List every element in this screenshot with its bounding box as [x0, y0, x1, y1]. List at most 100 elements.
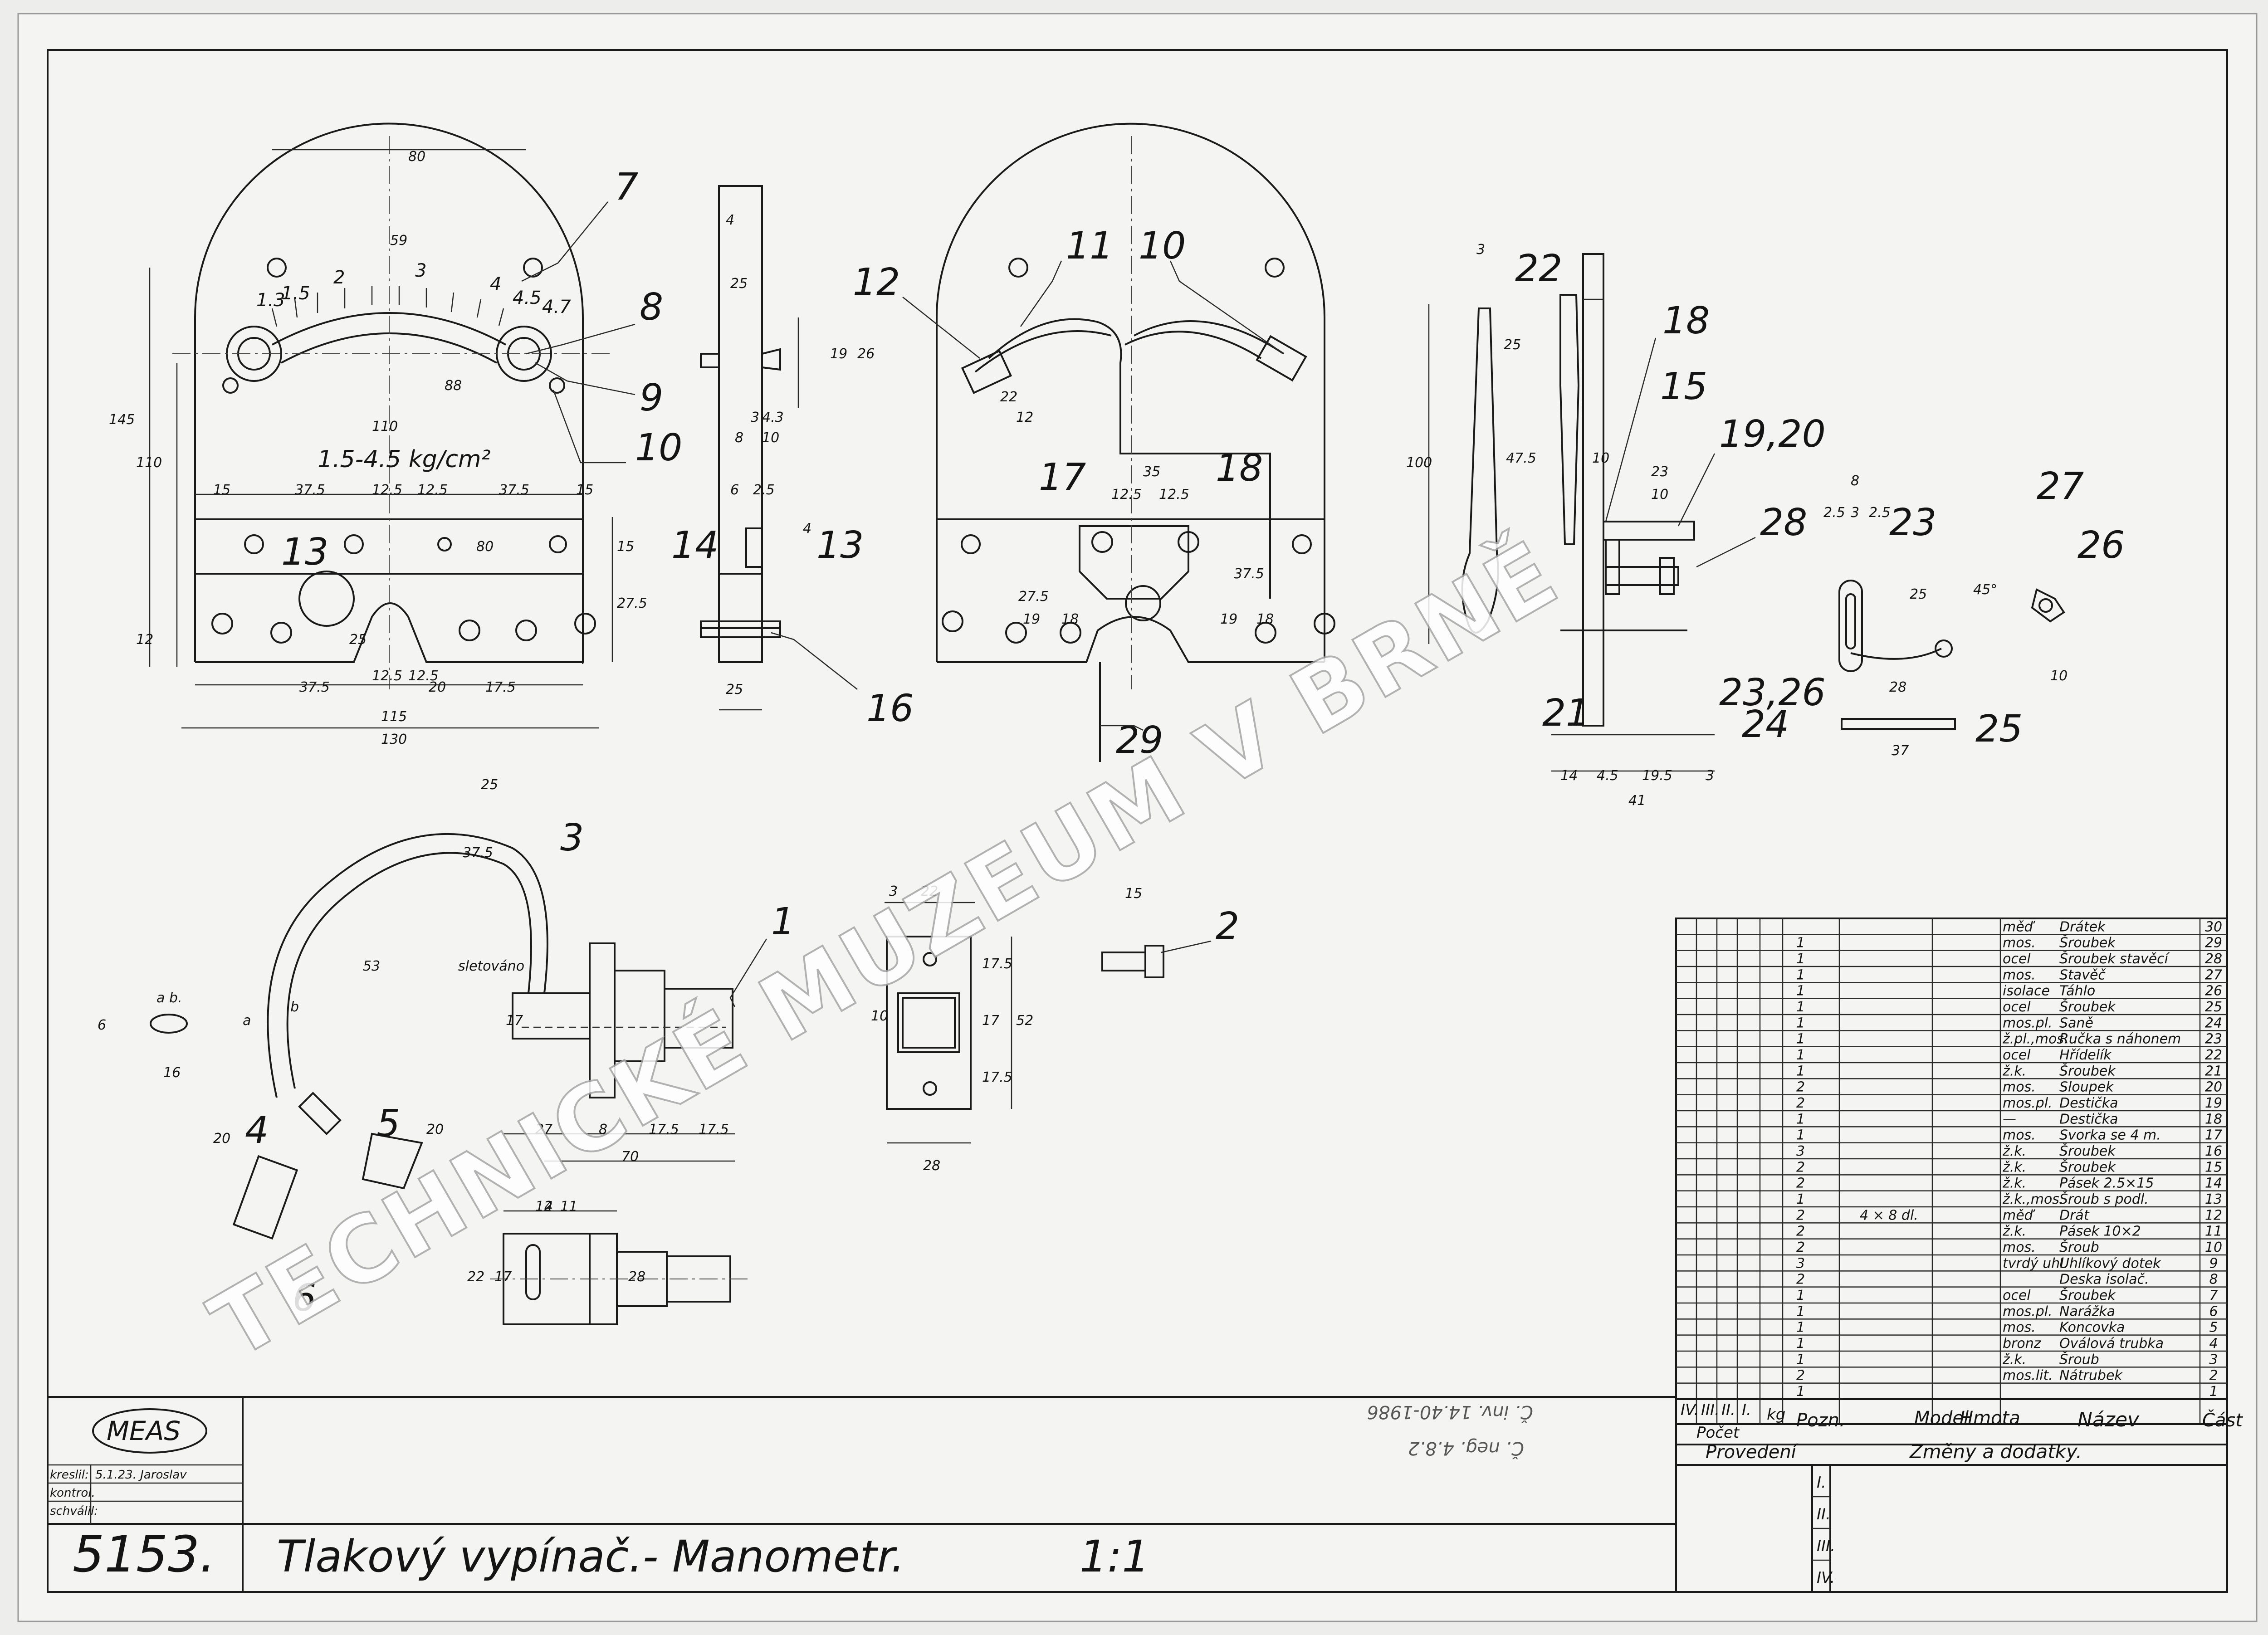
table-cell-material: mos.pl. — [2003, 1015, 2053, 1031]
svg-text:III.: III. — [1817, 1537, 1835, 1555]
table-cell-material: ocel — [2003, 1047, 2031, 1063]
table-cell-qty: 2 — [1796, 1176, 1805, 1191]
table-cell-name: Pásek 10×2 — [2059, 1224, 2141, 1240]
svg-text:22: 22 — [1515, 247, 1562, 290]
table-cell-part: 19 — [2205, 1095, 2222, 1111]
svg-text:12: 12 — [853, 261, 900, 304]
svg-text:8: 8 — [640, 286, 663, 329]
table-cell-part: 15 — [2205, 1159, 2222, 1175]
svg-text:12.5: 12.5 — [372, 668, 402, 684]
table-cell-qty: 1 — [1796, 1047, 1805, 1063]
table-cell-name: Táhlo — [2059, 983, 2095, 999]
svg-text:25: 25 — [726, 682, 743, 698]
table-cell-name: Šroubek — [2059, 1142, 2116, 1159]
table-cell-part: 29 — [2205, 935, 2222, 951]
svg-text:25: 25 — [1975, 708, 2023, 751]
svg-text:19: 19 — [830, 346, 847, 362]
svg-text:2.5: 2.5 — [1869, 505, 1891, 521]
svg-text:4.7: 4.7 — [542, 297, 571, 317]
nipple-dimensions: 3 22 17.5 17 17.5 52 28 10 — [871, 883, 1033, 1174]
table-cell-material: ž.k. — [2002, 1224, 2026, 1240]
table-cell-part: 10 — [2205, 1240, 2222, 1255]
svg-text:13: 13 — [816, 524, 864, 567]
table-cell-name: Koncovka — [2059, 1320, 2125, 1336]
svg-text:3: 3 — [1476, 242, 1485, 258]
table-cell-part: 22 — [2205, 1047, 2222, 1063]
svg-text:7: 7 — [615, 166, 638, 209]
svg-text:15: 15 — [617, 539, 634, 555]
table-cell-qty: 1 — [1796, 1127, 1805, 1143]
tube-dimensions: 25 37.5 53 6 16 17 27 8 17.5 17.5 70 12 … — [98, 777, 729, 1285]
svg-text:19: 19 — [1220, 611, 1237, 627]
table-cell-part: 16 — [2205, 1143, 2222, 1159]
table-cell-material: mos. — [2003, 1240, 2036, 1255]
side-dimensions: 4 25 26 19 8 3 4.3 10 6 2.5 4 25 — [726, 212, 875, 698]
table-cell-qty: 3 — [1796, 1143, 1805, 1159]
table-cell-material: — — [2003, 1111, 2016, 1127]
table-cell-name: Šroubek — [2059, 1158, 2116, 1175]
svg-text:17.5: 17.5 — [485, 679, 516, 695]
table-cell-name: Destička — [2059, 1111, 2118, 1127]
svg-text:1.5: 1.5 — [281, 283, 310, 304]
table-cell-part: 2 — [2209, 1368, 2218, 1384]
table-cell-part: 6 — [2209, 1303, 2218, 1319]
svg-text:12: 12 — [535, 1199, 552, 1215]
table-cell-name: Svorka se 4 m. — [2059, 1127, 2161, 1143]
svg-text:28: 28 — [628, 1269, 645, 1285]
table-cell-material: ž.k. — [2002, 1159, 2026, 1175]
dial-scale-labels: 1.3 1.5 2 3 4 4.5 4.7 — [256, 260, 571, 317]
shaft-assembly: 3 25 47.5 100 10 23 10 14 4.5 19.5 3 41 — [1406, 242, 1715, 809]
table-cell-name: Šroubek — [2059, 1062, 2116, 1079]
svg-text:35: 35 — [1143, 464, 1160, 480]
svg-text:5: 5 — [376, 1102, 400, 1145]
table-cell-part: 3 — [2209, 1352, 2218, 1367]
table-cell-qty: 1 — [1796, 999, 1805, 1015]
table-cell-part: 18 — [2205, 1111, 2222, 1127]
table-cell-name: Uhlíkový dotek — [2059, 1255, 2161, 1271]
svg-text:14: 14 — [671, 524, 719, 567]
table-cell-qty: 1 — [1796, 1303, 1805, 1319]
table-cell-material: ž.k. — [2002, 1143, 2026, 1159]
table-cell-part: 30 — [2205, 919, 2222, 935]
svg-text:kontrol.: kontrol. — [50, 1486, 95, 1500]
table-cell-part: 27 — [2205, 967, 2222, 983]
table-cell-part: 8 — [2209, 1272, 2218, 1288]
svg-text:25: 25 — [1910, 586, 1927, 602]
table-cell-material: měď — [2003, 919, 2036, 935]
table-cell-part: 5 — [2209, 1320, 2218, 1336]
lever-parts: 8 2.5 3 2.5 25 28 37 45° 10 — [1823, 473, 2068, 759]
rear-dimensions: 22 12 35 12.5 12.5 27.5 19 18 37.5 19 18 — [1000, 389, 1274, 627]
svg-text:16: 16 — [866, 687, 914, 730]
svg-text:17: 17 — [494, 1269, 512, 1285]
table-cell-part: 26 — [2205, 983, 2222, 999]
svg-text:Č. neg. 4.8.2: Č. neg. 4.8.2 — [1408, 1438, 1524, 1459]
drawing-scale: 1:1 — [1080, 1531, 1150, 1582]
table-cell-qty: 1 — [1796, 1288, 1805, 1303]
svg-text:18: 18 — [1256, 611, 1274, 627]
svg-text:1: 1 — [771, 900, 795, 943]
svg-text:Provedení: Provedení — [1706, 1442, 1799, 1463]
svg-text:12: 12 — [1016, 410, 1033, 425]
table-cell-material: mos. — [2003, 1127, 2036, 1143]
table-cell-qty: 1 — [1796, 1111, 1805, 1127]
table-cell-note: 4 × 8 dl. — [1860, 1207, 1918, 1223]
table-cell-qty: 3 — [1796, 1255, 1805, 1271]
svg-text:52: 52 — [1016, 1013, 1033, 1029]
svg-text:17.5: 17.5 — [699, 1122, 729, 1137]
svg-text:15: 15 — [1660, 365, 1707, 408]
svg-text:27.5: 27.5 — [1018, 589, 1049, 605]
table-cell-qty: 1 — [1796, 1191, 1805, 1207]
svg-text:12: 12 — [136, 632, 153, 648]
table-cell-material: mos.pl. — [2003, 1095, 2053, 1111]
svg-text:25: 25 — [730, 276, 748, 292]
table-cell-qty: 2 — [1796, 1079, 1805, 1095]
svg-text:6: 6 — [293, 1277, 316, 1320]
svg-text:5.1.23. Jaroslav: 5.1.23. Jaroslav — [95, 1468, 187, 1482]
svg-text:10: 10 — [1651, 487, 1668, 503]
drawing-number: 5153. — [73, 1525, 215, 1583]
svg-text:10: 10 — [2050, 668, 2068, 684]
svg-text:16: 16 — [163, 1065, 181, 1081]
table-cell-qty: 1 — [1796, 1031, 1805, 1047]
